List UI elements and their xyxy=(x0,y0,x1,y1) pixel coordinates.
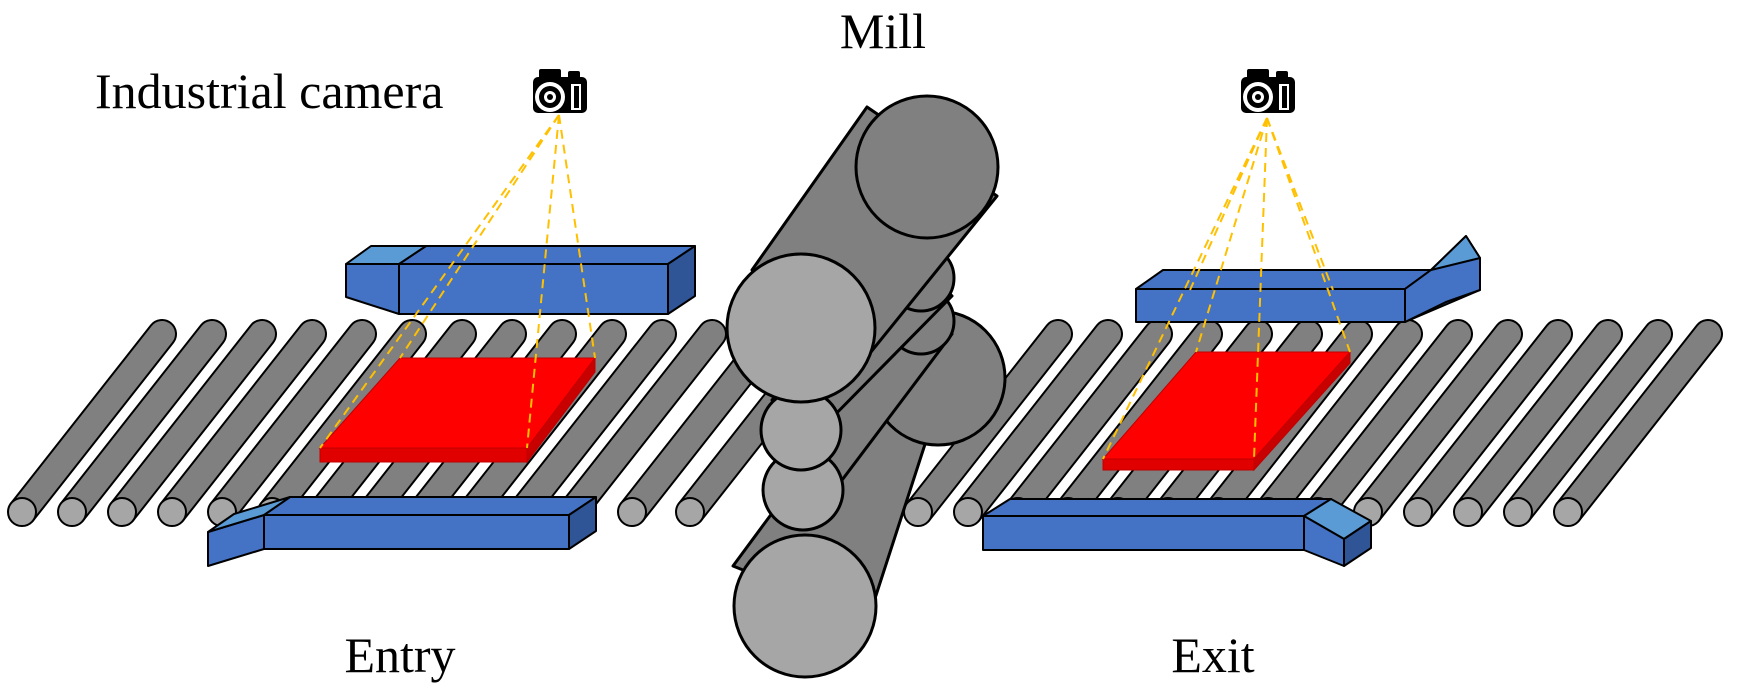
entry-far-side-guide xyxy=(345,245,696,315)
exit-camera-field-of-view xyxy=(1102,117,1351,460)
entry-near-side-guide xyxy=(207,496,597,567)
entry-slab xyxy=(318,356,597,464)
roller xyxy=(1453,319,1623,527)
exit-far-side-guide xyxy=(1135,235,1481,323)
roller xyxy=(1503,319,1673,527)
mill-stand xyxy=(725,94,1007,679)
entry-camera xyxy=(533,69,587,113)
exit-slab xyxy=(1101,350,1352,472)
roller xyxy=(7,319,177,527)
roller xyxy=(107,319,277,527)
camera-icon xyxy=(1241,69,1295,113)
roller xyxy=(953,319,1123,527)
roller xyxy=(157,319,327,527)
exit-label: Exit xyxy=(1171,627,1254,683)
entry-camera-field-of-view xyxy=(319,114,596,449)
exit-section xyxy=(982,69,1481,567)
exit-camera xyxy=(1241,69,1295,113)
roller xyxy=(1403,319,1573,527)
upper-backup-roll xyxy=(725,94,1000,404)
camera-icon xyxy=(533,69,587,113)
roller xyxy=(57,319,227,527)
exit-near-side-guide xyxy=(982,498,1372,567)
entry-section xyxy=(207,69,696,567)
mill-label: Mill xyxy=(840,3,926,59)
roller xyxy=(1353,319,1523,527)
roller xyxy=(207,319,377,527)
camera-label: Industrial camera xyxy=(95,63,443,119)
roller xyxy=(1553,319,1723,527)
entry-label: Entry xyxy=(344,627,455,683)
